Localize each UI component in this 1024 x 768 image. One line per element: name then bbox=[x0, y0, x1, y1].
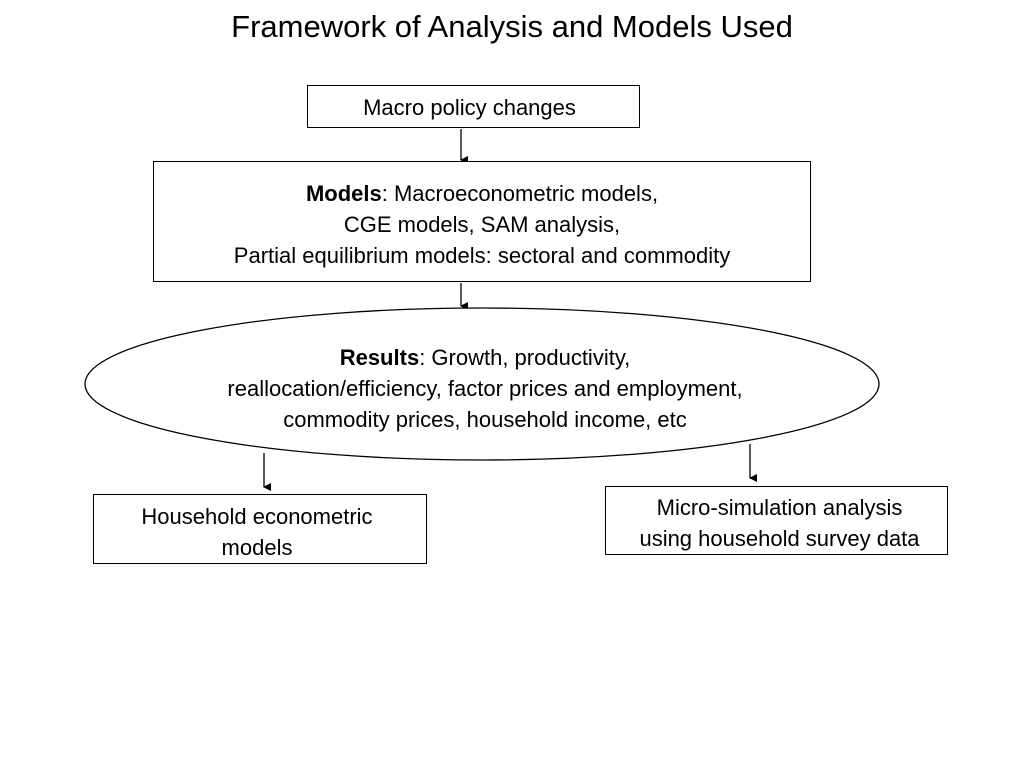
micro-line-2: using household survey data bbox=[639, 526, 920, 551]
micro-line-1: Micro-simulation analysis bbox=[656, 495, 903, 520]
models-box: Models: Macroeconometric models, CGE mod… bbox=[153, 161, 811, 282]
models-line-1: Models: Macroeconometric models, bbox=[154, 178, 810, 209]
models-line-3: Partial equilibrium models: sectoral and… bbox=[233, 243, 731, 268]
results-text: Results: Growth, productivity, reallocat… bbox=[120, 342, 842, 435]
results-line-3: commodity prices, household income, etc bbox=[283, 407, 687, 432]
models-line-2: CGE models, SAM analysis, bbox=[343, 212, 621, 237]
results-heading: Results bbox=[339, 345, 420, 370]
results-line-2: reallocation/efficiency, factor prices a… bbox=[227, 376, 743, 401]
household-line-2: models bbox=[221, 535, 293, 560]
micro-simulation-box: Micro-simulation analysis using househol… bbox=[605, 486, 948, 555]
macro-policy-label: Macro policy changes bbox=[363, 95, 576, 120]
macro-policy-box: Macro policy changes bbox=[307, 85, 640, 128]
models-heading-suffix: : Macroeconometric models, bbox=[381, 181, 659, 206]
household-line-1: Household econometric bbox=[141, 504, 373, 529]
household-models-box: Household econometric models bbox=[93, 494, 427, 564]
models-heading: Models bbox=[305, 181, 382, 206]
results-heading-suffix: : Growth, productivity, bbox=[419, 345, 631, 370]
results-ellipse-shape bbox=[84, 307, 880, 461]
results-line-1: Results: Growth, productivity, bbox=[128, 342, 842, 373]
diagram-title: Framework of Analysis and Models Used bbox=[231, 9, 793, 44]
